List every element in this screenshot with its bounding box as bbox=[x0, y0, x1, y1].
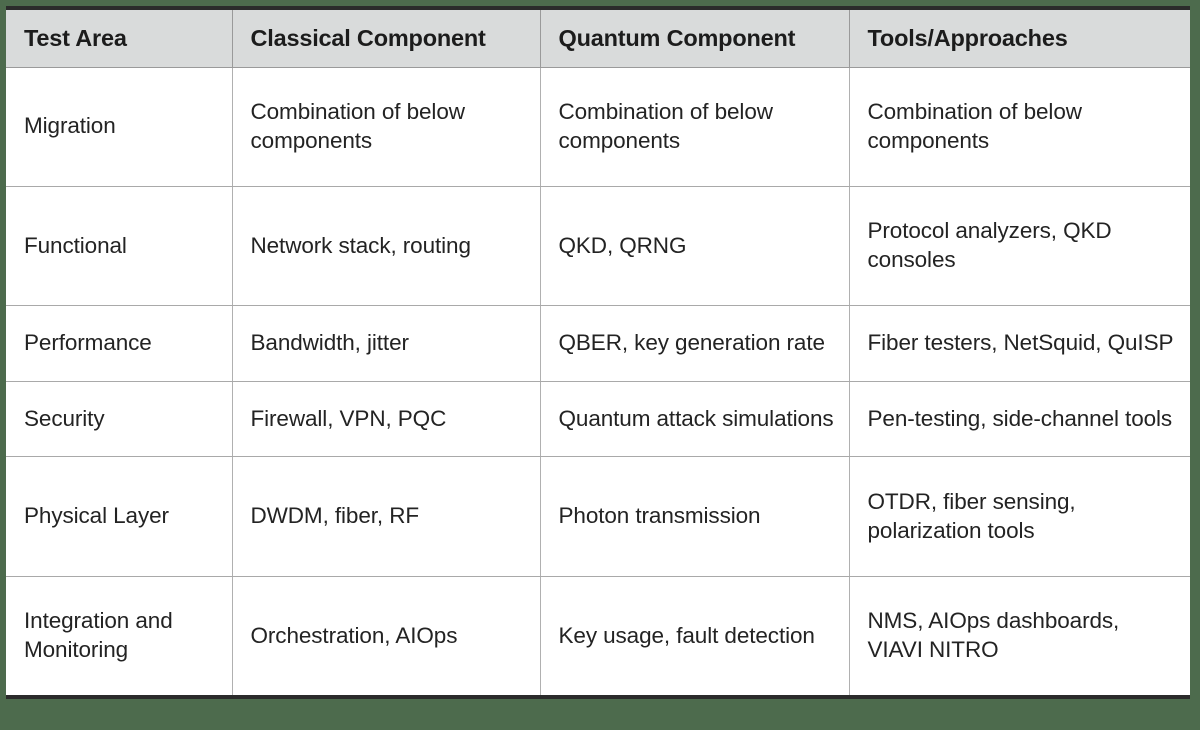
cell-text: Network stack, routing bbox=[250, 232, 471, 258]
cell-test-area: Functional bbox=[6, 186, 233, 307]
test-matrix-table: Test Area Classical Component Quantum Co… bbox=[6, 10, 1190, 695]
cell-quantum-component: Combination of below components bbox=[540, 67, 850, 187]
cell-tools-approaches: Combination of below components bbox=[849, 67, 1190, 187]
cell-text: QKD, QRNG bbox=[558, 232, 687, 258]
cell-test-area: Physical Layer bbox=[6, 456, 233, 577]
table-body: Migration Combination of below component… bbox=[6, 67, 1190, 695]
cell-tools-approaches: Pen-testing, side-channel tools bbox=[849, 381, 1190, 458]
cell-text: Photon transmission bbox=[558, 503, 761, 529]
table-header: Test Area Classical Component Quantum Co… bbox=[6, 10, 1190, 68]
cell-test-area: Security bbox=[6, 381, 233, 458]
cell-classical-component: Orchestration, AIOps bbox=[232, 576, 541, 695]
cell-text: Combination of below components bbox=[558, 98, 773, 153]
cell-text: Combination of below components bbox=[867, 98, 1082, 153]
cell-tools-approaches: OTDR, fiber sensing, polarization tools bbox=[849, 456, 1190, 577]
cell-test-area: Integration and Monitoring bbox=[6, 576, 233, 695]
cell-text: Integration and Monitoring bbox=[24, 608, 173, 662]
table-row: Functional Network stack, routing QKD, Q… bbox=[6, 186, 1190, 307]
cell-quantum-component: QKD, QRNG bbox=[540, 186, 850, 307]
cell-classical-component: Network stack, routing bbox=[232, 186, 541, 307]
cell-classical-component: Combination of below components bbox=[232, 67, 541, 187]
cell-text: DWDM, fiber, RF bbox=[250, 503, 420, 529]
cell-text: Migration bbox=[24, 113, 116, 139]
cell-text: Combination of below components bbox=[250, 98, 465, 153]
cell-test-area: Performance bbox=[6, 305, 233, 382]
cell-text: Firewall, VPN, PQC bbox=[250, 405, 447, 431]
cell-classical-component: Firewall, VPN, PQC bbox=[232, 381, 541, 458]
cell-quantum-component: Quantum attack simulations bbox=[540, 381, 850, 458]
column-header-quantum-component: Quantum Component bbox=[540, 10, 850, 68]
column-header-classical-component: Classical Component bbox=[232, 10, 541, 68]
cell-text: Physical Layer bbox=[24, 503, 169, 529]
cell-text: NMS, AIOps dashboards, VIAVI NITRO bbox=[867, 608, 1120, 662]
cell-text: Security bbox=[24, 405, 105, 431]
cell-test-area: Migration bbox=[6, 67, 233, 187]
cell-tools-approaches: NMS, AIOps dashboards, VIAVI NITRO bbox=[849, 576, 1190, 695]
table-row: Migration Combination of below component… bbox=[6, 67, 1190, 187]
cell-text: Pen-testing, side-channel tools bbox=[867, 405, 1173, 431]
column-header-tools-approaches: Tools/Approaches bbox=[849, 10, 1190, 68]
cell-quantum-component: Key usage, fault detection bbox=[540, 576, 850, 695]
cell-text: Quantum attack simulations bbox=[558, 405, 834, 431]
cell-text: Fiber testers, NetSquid, QuISP bbox=[867, 330, 1174, 356]
cell-classical-component: DWDM, fiber, RF bbox=[232, 456, 541, 577]
cell-classical-component: Bandwidth, jitter bbox=[232, 305, 541, 382]
cell-tools-approaches: Fiber testers, NetSquid, QuISP bbox=[849, 305, 1190, 382]
table-row: Physical Layer DWDM, fiber, RF Photon tr… bbox=[6, 456, 1190, 577]
cell-quantum-component: Photon transmission bbox=[540, 456, 850, 577]
table-row: Integration and Monitoring Orchestration… bbox=[6, 576, 1190, 695]
cell-text: Protocol analyzers, QKD consoles bbox=[867, 218, 1112, 273]
table-card: Test Area Classical Component Quantum Co… bbox=[6, 6, 1190, 699]
cell-tools-approaches: Protocol analyzers, QKD consoles bbox=[849, 186, 1190, 307]
cell-text: QBER, key generation rate bbox=[558, 330, 825, 356]
table-row: Performance Bandwidth, jitter QBER, key … bbox=[6, 305, 1190, 382]
column-header-test-area: Test Area bbox=[6, 10, 233, 68]
cell-text: Performance bbox=[24, 330, 152, 356]
table-row: Security Firewall, VPN, PQC Quantum atta… bbox=[6, 381, 1190, 458]
cell-text: Bandwidth, jitter bbox=[250, 330, 409, 356]
table-header-row: Test Area Classical Component Quantum Co… bbox=[6, 10, 1190, 68]
cell-text: OTDR, fiber sensing, polarization tools bbox=[867, 488, 1076, 543]
cell-text: Orchestration, AIOps bbox=[250, 622, 458, 648]
cell-quantum-component: QBER, key generation rate bbox=[540, 305, 850, 382]
cell-text: Functional bbox=[24, 232, 127, 258]
cell-text: Key usage, fault detection bbox=[558, 622, 815, 648]
